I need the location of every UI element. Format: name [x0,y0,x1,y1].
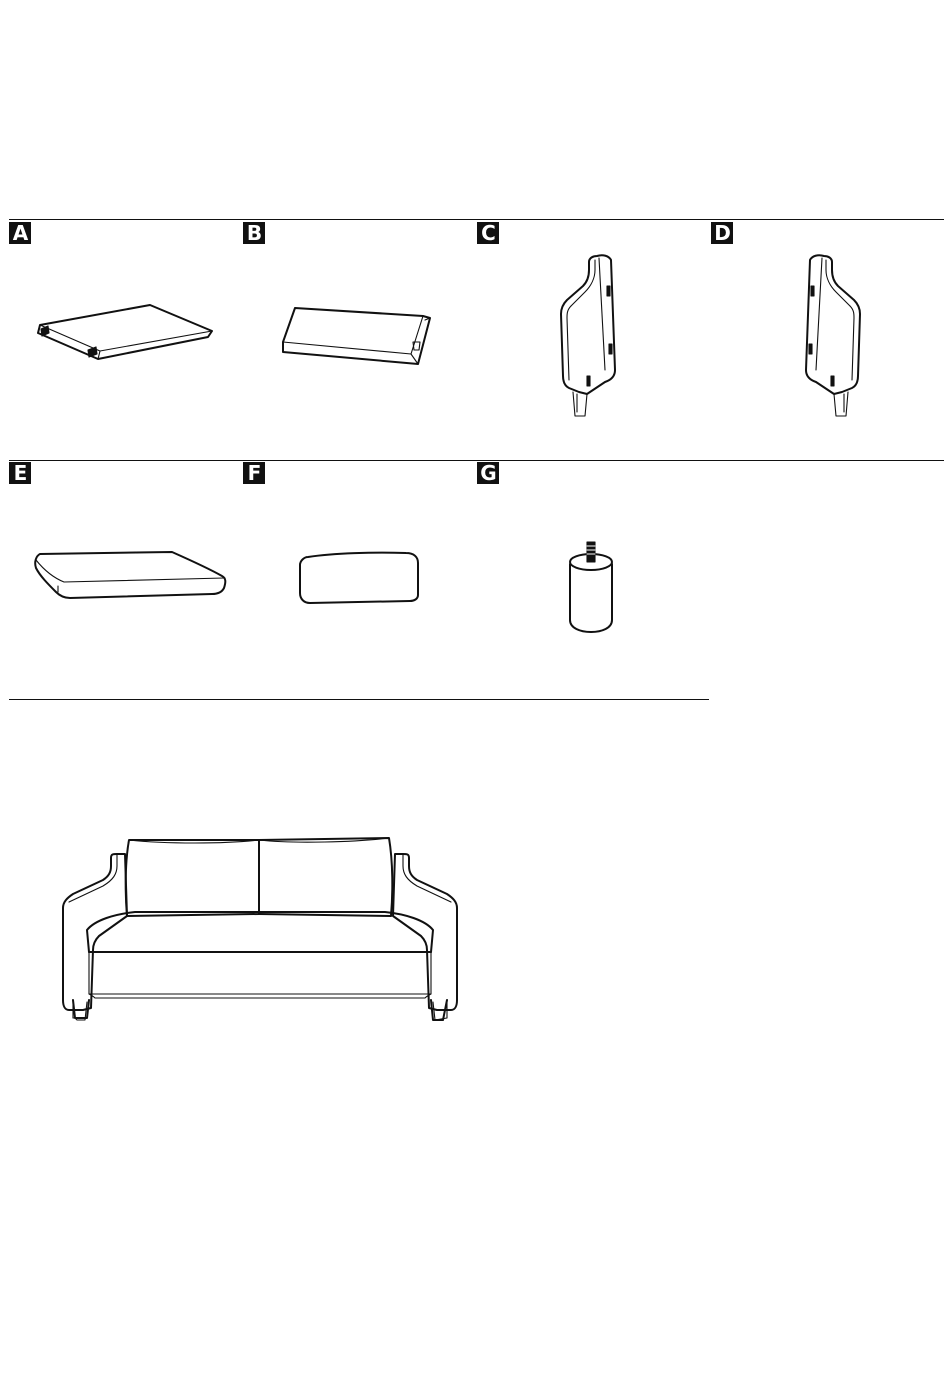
left-armrest-icon [555,252,625,422]
backrest-frame-icon [275,298,440,370]
part-g-label: G [477,462,499,484]
assembled-rule [9,699,709,700]
right-armrest-icon [796,252,866,422]
part-d-label: D [711,222,733,244]
assembled-sofa-icon [55,832,465,1027]
sofa-leg-icon [562,540,620,634]
part-f-label: F [243,462,265,484]
part-c-label: C [477,222,499,244]
part-a-label: A [9,222,31,244]
part-b-label: B [243,222,265,244]
row-2-rule [9,460,944,461]
row-1-rule [9,219,944,220]
seat-base-panel-icon [30,295,220,365]
seat-cushion-icon [30,548,230,604]
back-cushion-icon [294,549,424,607]
part-e-label: E [9,462,31,484]
